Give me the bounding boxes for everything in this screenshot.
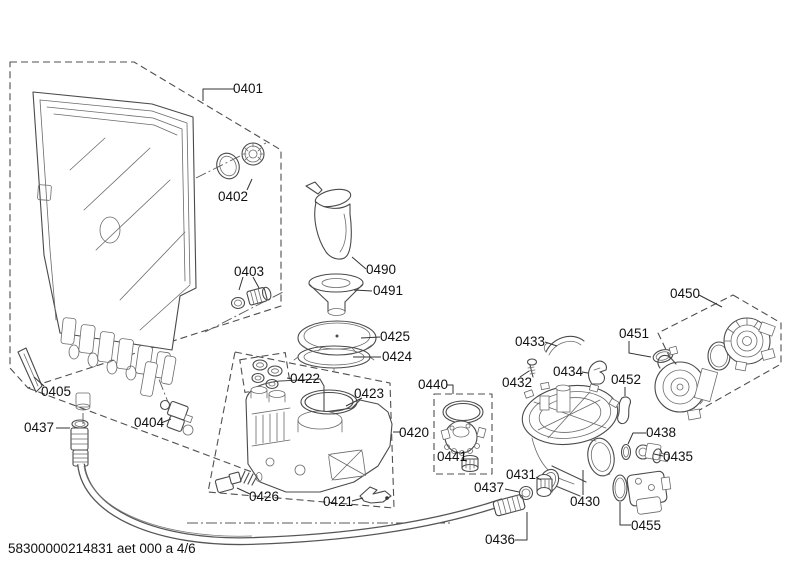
- bracket-0434: [587, 360, 607, 385]
- o-ring-0438: [620, 443, 632, 461]
- part-label-0424: 0424: [382, 349, 413, 364]
- part-label-0455: 0455: [631, 518, 661, 533]
- sump-0430: [521, 381, 620, 497]
- impeller-kit-box: [433, 393, 493, 475]
- axis-0403: [204, 290, 286, 333]
- coupling-0431: [536, 473, 553, 498]
- seal-kit-0422: [251, 359, 283, 390]
- part-label-0437-left: 0437: [24, 420, 54, 435]
- heat-exchanger-box: [207, 351, 395, 509]
- part-label-0437-right: 0437: [474, 480, 504, 495]
- part-label-0440: 0440: [418, 377, 448, 392]
- part-label-0403: 0403: [234, 264, 264, 279]
- clip-0433: [543, 335, 585, 356]
- part-label-0441: 0441: [437, 449, 467, 464]
- hose-coupling-0437-right: [492, 485, 534, 517]
- drawing-number-footer: 58300000214831 aet 000 a 4/6: [8, 541, 196, 556]
- heat-exchanger-0420: [245, 378, 393, 493]
- blade-0405: [17, 347, 43, 393]
- cap-0425: [297, 320, 377, 356]
- heat-pump-box: [657, 294, 782, 413]
- part-label-0433: 0433: [515, 334, 545, 349]
- impeller-unit-0440: [440, 400, 487, 456]
- hose-connector-0437-left: [70, 419, 89, 467]
- part-label-0425: 0425: [380, 329, 410, 344]
- part-label-0451: 0451: [619, 326, 649, 341]
- cap-0441: [461, 454, 479, 473]
- part-label-0423: 0423: [354, 386, 384, 401]
- part-label-0490: 0490: [366, 262, 396, 277]
- drain-pump-0455: [612, 470, 672, 515]
- grommet-and-fitting-0403: [230, 286, 272, 310]
- part-label-0402: 0402: [218, 189, 248, 204]
- tub-bottom-mouldings: [60, 317, 177, 411]
- part-label-0401: 0401: [233, 81, 263, 96]
- tub-assembly-box: [9, 61, 282, 389]
- part-label-0435: 0435: [663, 449, 693, 464]
- part-label-0450: 0450: [670, 286, 700, 301]
- clamp-0451: [652, 345, 679, 363]
- part-label-0420: 0420: [399, 425, 429, 440]
- part-label-0431: 0431: [506, 467, 536, 482]
- part-labels: 0401 0402 0403 0404 0405 0437 0426 0421 0422 0423…: [24, 81, 700, 547]
- pitcher-0490: [305, 181, 352, 260]
- funnel-0491: [308, 273, 364, 316]
- part-label-0422: 0422: [290, 371, 320, 386]
- part-label-0405: 0405: [41, 384, 71, 399]
- part-label-0430: 0430: [570, 494, 600, 509]
- tub-assembly-box-tail: [27, 387, 336, 473]
- heat-pump-assembly-0450: [652, 317, 776, 421]
- part-label-0438: 0438: [646, 425, 676, 440]
- drain-hose-0436: [77, 463, 505, 546]
- motor: [723, 317, 776, 372]
- bracket-0421: [359, 486, 392, 504]
- seal-and-cap-0402: [216, 142, 265, 180]
- part-label-0432: 0432: [502, 375, 532, 390]
- connector-0426: [214, 470, 263, 494]
- pump-housing: [654, 354, 719, 421]
- part-label-0491: 0491: [373, 283, 403, 298]
- tub-side-panel: [32, 91, 197, 411]
- valve-0404: [159, 399, 194, 436]
- part-label-0436: 0436: [485, 532, 515, 547]
- fitting-0435: [635, 442, 670, 464]
- part-label-0426: 0426: [249, 489, 279, 504]
- leader-lines: [33, 88, 723, 541]
- part-label-0434: 0434: [553, 364, 584, 379]
- part-label-0421: 0421: [323, 494, 353, 509]
- clip-0452: [617, 396, 631, 425]
- part-label-0404: 0404: [134, 415, 165, 430]
- part-label-0452: 0452: [611, 372, 641, 387]
- screw-0432: [526, 358, 538, 378]
